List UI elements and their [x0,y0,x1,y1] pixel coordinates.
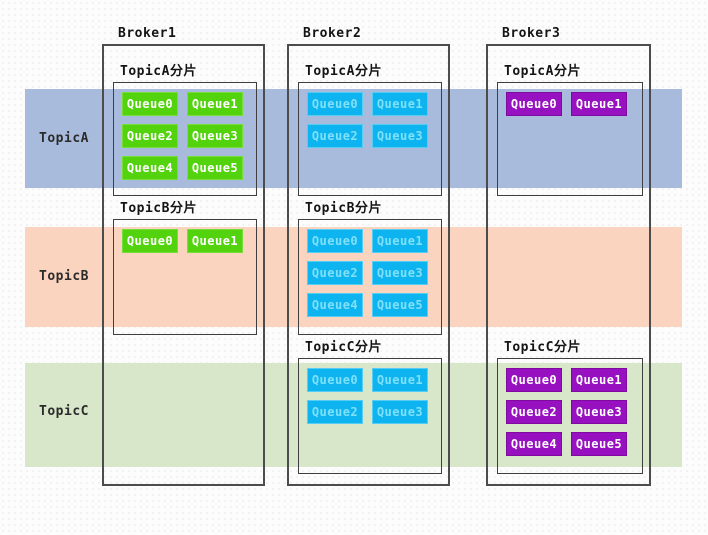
queue: Queue2 [307,261,363,285]
queue: Queue3 [187,124,243,148]
broker-label: Broker2 [303,26,362,41]
shard-broker1-topicb: TopicB分片 Queue0 Queue1 [113,201,257,335]
shard-label: TopicA分片 [504,64,581,79]
shard-label: TopicC分片 [305,340,382,355]
queue: Queue0 [506,92,562,116]
broker-1: Broker1 [102,26,265,486]
queue: Queue1 [372,229,428,253]
queue: Queue5 [372,293,428,317]
queue: Queue2 [307,400,363,424]
broker-label: Broker3 [502,26,561,41]
queue-grid: Queue0 Queue1 [498,83,642,125]
queue: Queue1 [571,368,627,392]
shard-label: TopicC分片 [504,340,581,355]
broker-2: Broker2 [287,26,450,486]
shard-box: Queue0 Queue1 [113,219,257,335]
queue: Queue0 [122,229,178,253]
queue: Queue0 [122,92,178,116]
queue: Queue2 [122,124,178,148]
queue: Queue0 [307,92,363,116]
topic-label-topicb: TopicB [39,269,89,284]
shard-broker3-topica: TopicA分片 Queue0 Queue1 [497,64,643,196]
queue: Queue0 [307,229,363,253]
broker-box [287,44,450,486]
queue: Queue3 [372,124,428,148]
queue-grid: Queue0 Queue1 [114,220,256,262]
topic-label-topica: TopicA [39,131,89,146]
queue: Queue1 [372,368,428,392]
queue: Queue4 [122,156,178,180]
queue: Queue4 [307,293,363,317]
shard-box: Queue0 Queue1 [497,82,643,196]
broker-box [486,44,651,486]
queue: Queue1 [571,92,627,116]
queue: Queue2 [307,124,363,148]
queue: Queue0 [506,368,562,392]
queue: Queue2 [506,400,562,424]
topic-label-topicc: TopicC [39,404,89,419]
queue: Queue1 [187,229,243,253]
queue: Queue3 [372,261,428,285]
shard-label: TopicA分片 [305,64,382,79]
queue: Queue1 [372,92,428,116]
queue: Queue5 [187,156,243,180]
queue: Queue5 [571,432,627,456]
shard-label: TopicA分片 [120,64,197,79]
shard-label: TopicB分片 [120,201,197,216]
queue: Queue3 [571,400,627,424]
broker-3: Broker3 [486,26,651,486]
queue: Queue1 [187,92,243,116]
queue: Queue0 [307,368,363,392]
broker-box [102,44,265,486]
queue: Queue3 [372,400,428,424]
queue: Queue4 [506,432,562,456]
broker-label: Broker1 [118,26,177,41]
shard-label: TopicB分片 [305,201,382,216]
